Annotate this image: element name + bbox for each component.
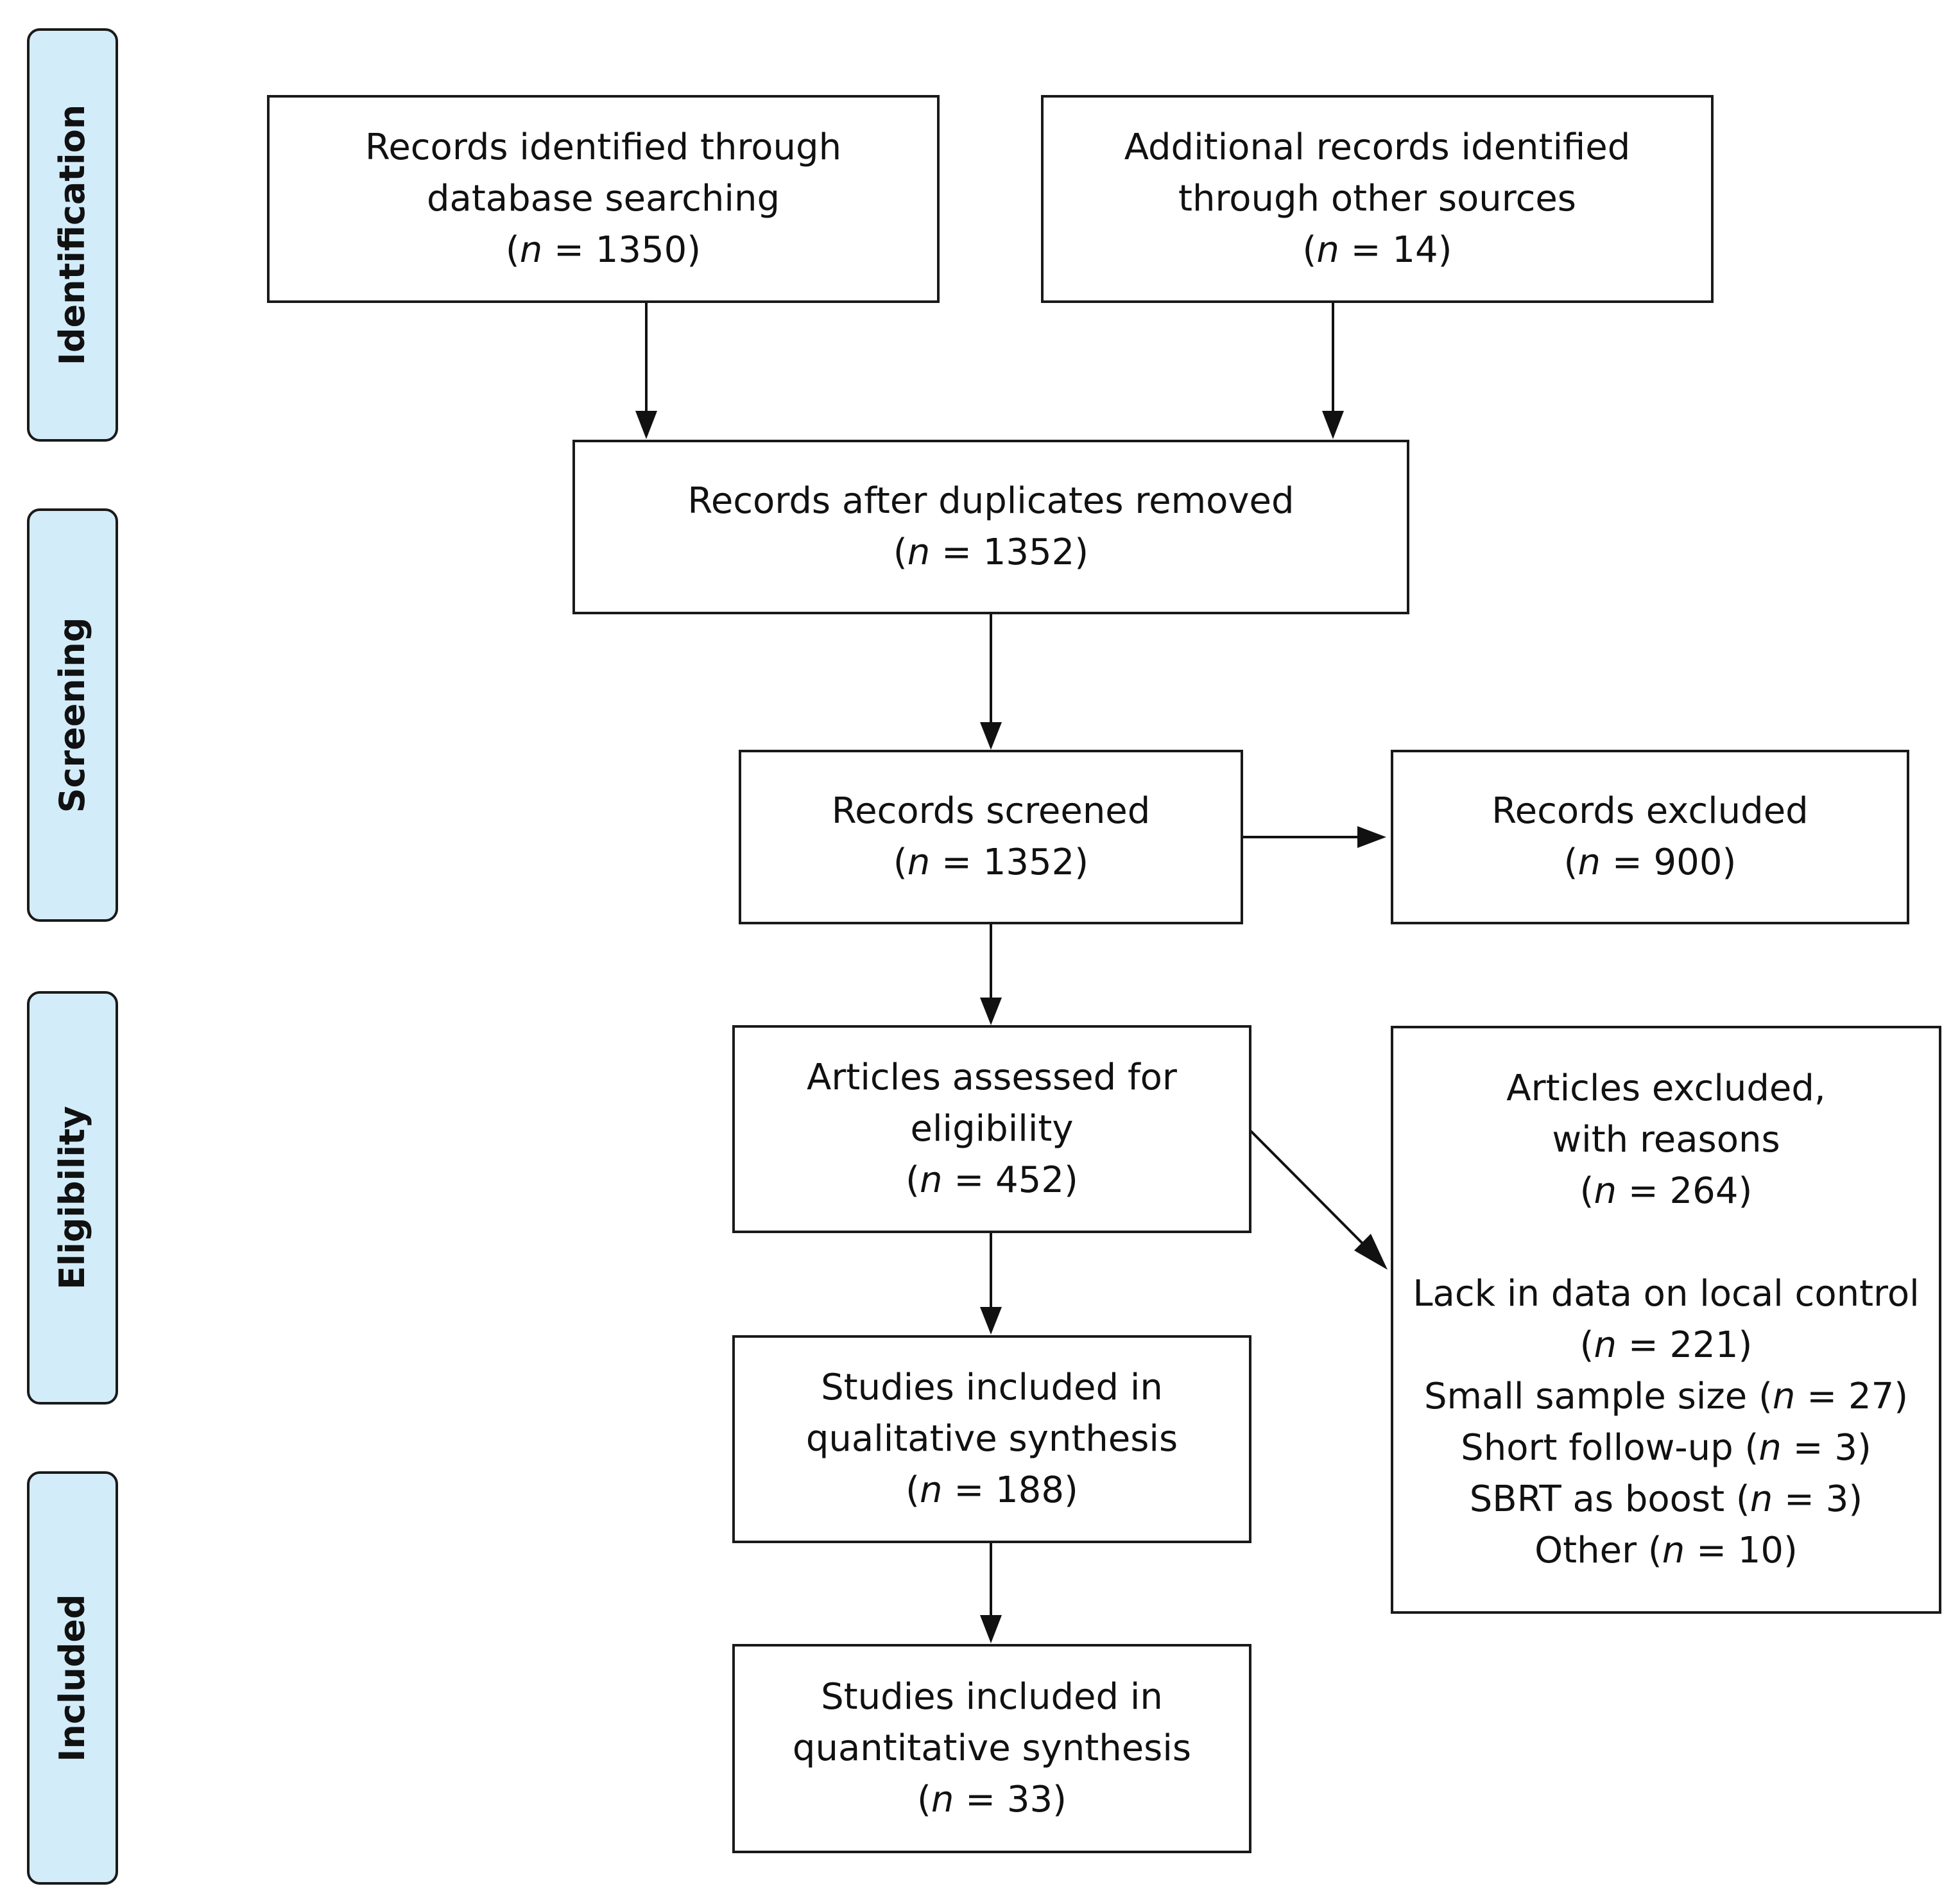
n-label: n xyxy=(920,1469,943,1511)
arrow-eligibility-to-articles-excluded xyxy=(1250,1130,1368,1249)
n-label: n xyxy=(1772,1376,1796,1417)
n-label: n xyxy=(1758,1427,1782,1469)
box-other-sources: Additional records identified through ot… xyxy=(1041,95,1714,303)
n-label: n xyxy=(519,229,543,271)
count-value: = 188 xyxy=(942,1469,1064,1511)
qualitative-count: (n = 188) xyxy=(906,1469,1078,1511)
arrowhead-articles-excluded xyxy=(1354,1234,1388,1270)
quantitative-line-1: Studies included in xyxy=(821,1676,1163,1718)
n-label: n xyxy=(1749,1478,1773,1520)
box-eligibility: Articles assessed for eligibility (n = 4… xyxy=(732,1025,1251,1233)
box-articles-excluded: Articles excluded, with reasons (n = 264… xyxy=(1391,1026,1941,1614)
records-screened-count: (n = 1352) xyxy=(893,842,1089,883)
n-label: n xyxy=(1662,1530,1685,1571)
reason-short-followup: Short follow-up (n = 3) xyxy=(1461,1427,1871,1469)
count-value: = 452 xyxy=(942,1159,1064,1201)
count-value: = 1350 xyxy=(542,229,687,271)
arrowhead-database xyxy=(635,411,657,439)
count-value: = 1352 xyxy=(930,532,1075,573)
arrowhead-screened xyxy=(980,722,1002,750)
n-label: n xyxy=(1594,1170,1617,1212)
quantitative-line-2: quantitative synthesis xyxy=(792,1727,1192,1769)
database-search-count: (n = 1350) xyxy=(505,229,701,271)
box-quantitative-synthesis: Studies included in quantitative synthes… xyxy=(732,1644,1251,1853)
count-value: = 10 xyxy=(1685,1530,1784,1571)
box-records-excluded: Records excluded (n = 900) xyxy=(1391,750,1909,924)
quantitative-count: (n = 33) xyxy=(917,1779,1067,1820)
articles-excluded-line-2: with reasons xyxy=(1552,1119,1780,1161)
reason-text: Other xyxy=(1534,1530,1637,1571)
phase-identification: Identification xyxy=(27,28,118,442)
articles-excluded-count: (n = 264) xyxy=(1579,1170,1753,1212)
records-excluded-count: (n = 900) xyxy=(1563,842,1737,883)
reason-text: Small sample size xyxy=(1423,1376,1748,1417)
arrowhead-eligibility xyxy=(980,998,1002,1025)
arrowhead-other xyxy=(1322,411,1344,439)
count-value: = 33 xyxy=(954,1779,1053,1820)
n-label: n xyxy=(1594,1324,1617,1366)
duplicates-removed-count: (n = 1352) xyxy=(893,532,1089,573)
records-excluded-line-1: Records excluded xyxy=(1491,790,1809,832)
reason-other: Other (n = 10) xyxy=(1534,1530,1798,1571)
count-value: = 264 xyxy=(1617,1170,1739,1212)
n-label: n xyxy=(907,532,931,573)
database-search-line-2: database searching xyxy=(426,178,780,220)
count-value: = 3 xyxy=(1773,1478,1849,1520)
qualitative-line-1: Studies included in xyxy=(821,1367,1163,1408)
other-sources-count: (n = 14) xyxy=(1302,229,1452,271)
arrowhead-qualitative xyxy=(980,1307,1002,1335)
eligibility-count: (n = 452) xyxy=(906,1159,1078,1201)
phase-eligibility: Eligibility xyxy=(27,991,118,1405)
count-value: = 27 xyxy=(1795,1376,1895,1417)
eligibility-line-1: Articles assessed for xyxy=(807,1057,1177,1098)
database-search-line-1: Records identified through xyxy=(365,126,842,168)
reason-text: SBRT as boost xyxy=(1469,1478,1725,1520)
other-sources-line-2: through other sources xyxy=(1178,178,1576,220)
box-records-screened: Records screened (n = 1352) xyxy=(739,750,1243,924)
box-database-search: Records identified through database sear… xyxy=(267,95,940,303)
arrowhead-quantitative xyxy=(980,1615,1002,1643)
records-screened-line-1: Records screened xyxy=(831,790,1151,832)
n-label: n xyxy=(1316,229,1339,271)
n-label: n xyxy=(1577,842,1601,883)
reason-lack-data-count: (n = 221) xyxy=(1579,1324,1753,1366)
count-value: = 14 xyxy=(1339,229,1438,271)
count-value: = 900 xyxy=(1601,842,1723,883)
articles-excluded-line-1: Articles excluded, xyxy=(1506,1068,1826,1109)
reason-small-sample: Small sample size (n = 27) xyxy=(1423,1376,1909,1417)
other-sources-line-1: Additional records identified xyxy=(1124,126,1631,168)
box-duplicates-removed: Records after duplicates removed (n = 13… xyxy=(572,440,1409,614)
duplicates-removed-line-1: Records after duplicates removed xyxy=(687,480,1294,522)
n-label: n xyxy=(931,1779,954,1820)
eligibility-line-2: eligibility xyxy=(910,1108,1074,1150)
count-value: = 3 xyxy=(1781,1427,1857,1469)
n-label: n xyxy=(920,1159,943,1201)
arrowhead-excluded xyxy=(1357,826,1386,848)
phase-screening: Screening xyxy=(27,508,118,922)
count-value: = 1352 xyxy=(930,842,1075,883)
n-label: n xyxy=(907,842,931,883)
reason-lack-data: Lack in data on local control xyxy=(1413,1273,1920,1315)
qualitative-line-2: qualitative synthesis xyxy=(805,1418,1178,1460)
count-value: = 221 xyxy=(1617,1324,1739,1366)
phase-included: Included xyxy=(27,1471,118,1885)
reason-text: Short follow-up xyxy=(1461,1427,1733,1469)
reason-sbrt-boost: SBRT as boost (n = 3) xyxy=(1469,1478,1863,1520)
box-qualitative-synthesis: Studies included in qualitative synthesi… xyxy=(732,1335,1251,1543)
